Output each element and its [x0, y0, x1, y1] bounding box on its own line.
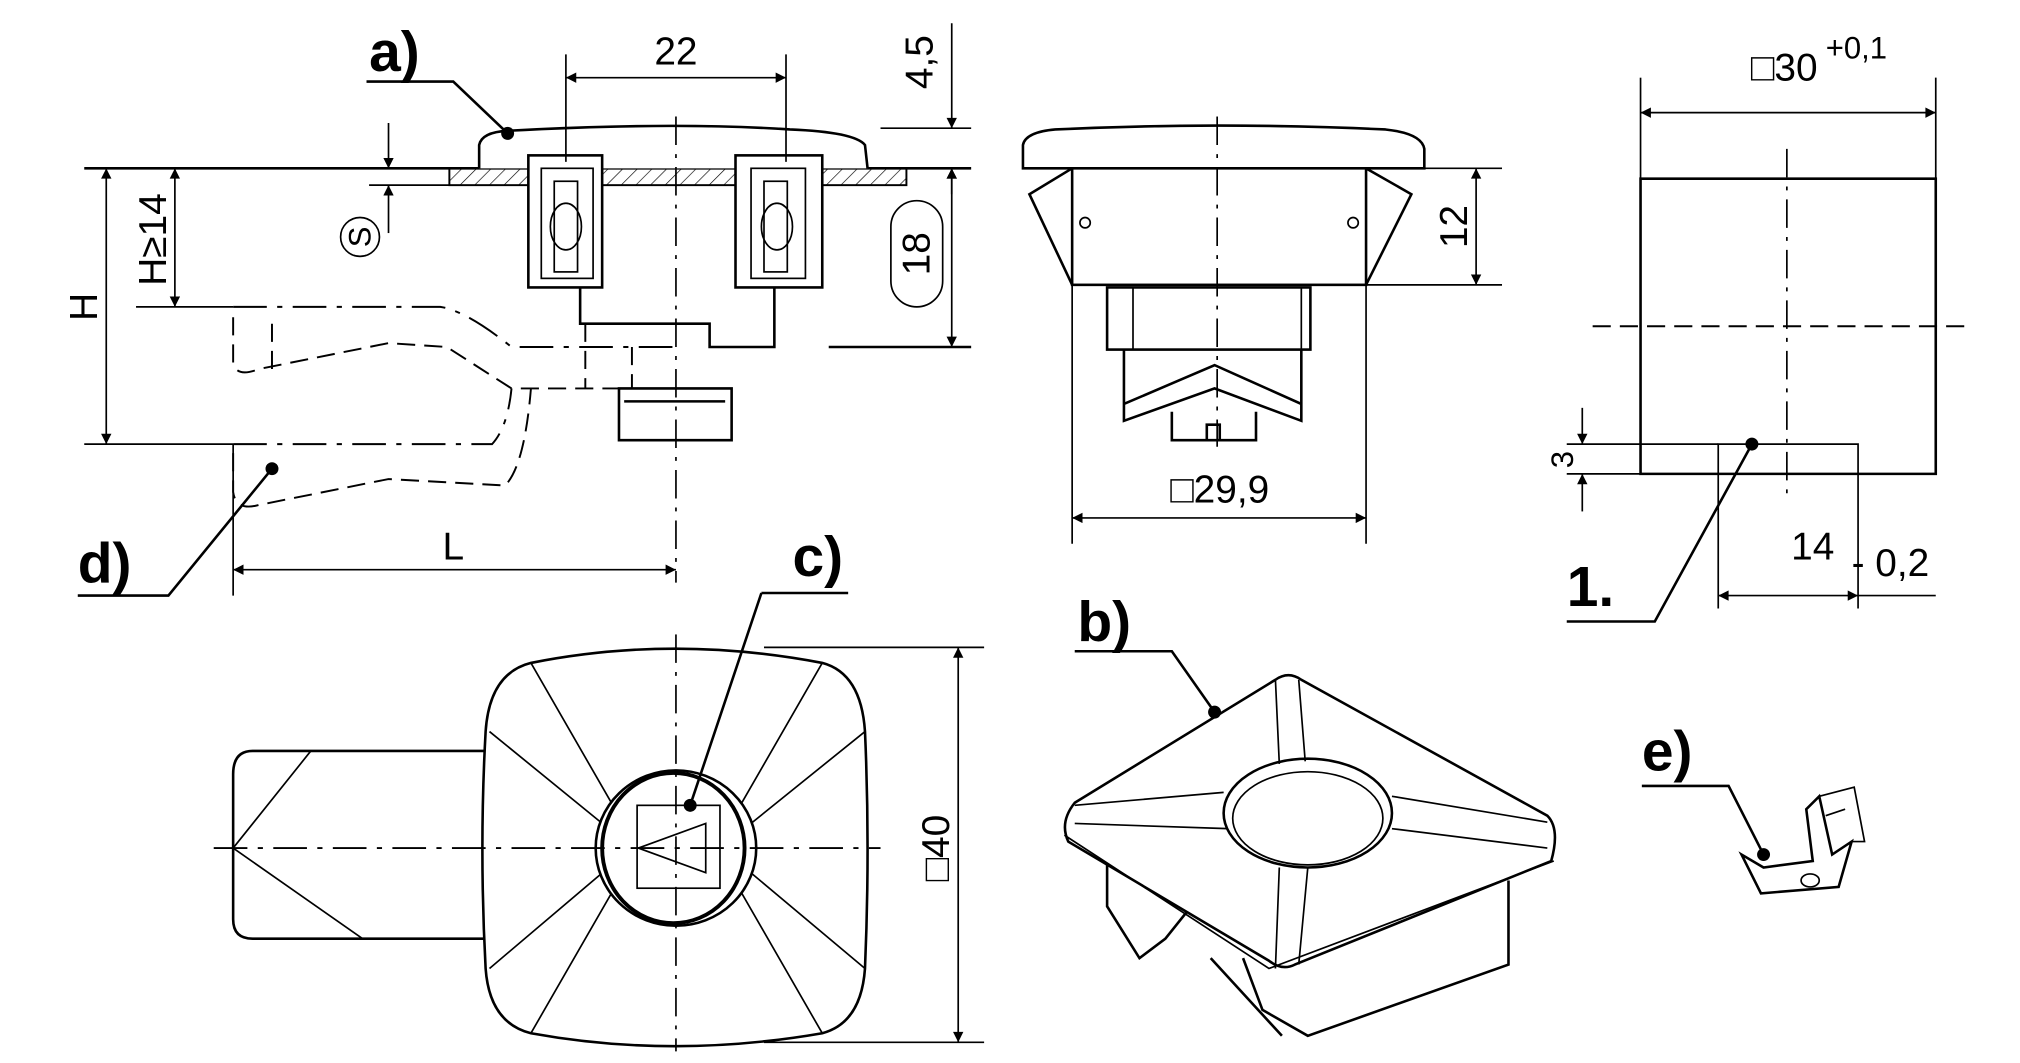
- top-view: □40 c): [213, 525, 985, 1052]
- housing: [578, 287, 776, 349]
- callout-d: d): [78, 532, 132, 596]
- leader-c-dot: [683, 798, 697, 812]
- dim-40: □40: [915, 815, 958, 882]
- callout-a: a): [369, 20, 420, 84]
- dim-h-min: H≥14: [132, 193, 175, 286]
- nut: [617, 387, 733, 442]
- dim-l: L: [442, 525, 464, 568]
- clip-right: [734, 154, 824, 289]
- dim-29-9: □29,9: [1170, 468, 1269, 511]
- dim-30-tolerance: +0,1: [1826, 30, 1887, 65]
- leader-d: [77, 467, 273, 597]
- leader-1-dot: [1745, 437, 1759, 451]
- callout-e: e): [1642, 719, 1693, 783]
- dim-18-frame: [890, 199, 944, 308]
- dim-4-5: 4,5: [898, 35, 941, 89]
- clip-left: [527, 154, 604, 289]
- leader-b-dot: [1208, 705, 1222, 719]
- side-section-view: 22 4,5 18 S H≥14 H L a) d): [63, 20, 972, 597]
- isometric-view: b): [1063, 590, 1557, 1038]
- key-symbol-square: [636, 804, 721, 890]
- leader-1: [1566, 443, 1754, 623]
- leader-e: [1641, 784, 1765, 856]
- leader-a-dot: [501, 126, 515, 140]
- leader-e-dot: [1757, 848, 1771, 862]
- callout-b: b): [1077, 590, 1131, 654]
- handle-d-outline: [232, 305, 676, 508]
- leader-a: [366, 80, 509, 135]
- leader-d-dot: [265, 462, 279, 476]
- dim-h: H: [63, 293, 106, 321]
- dim-30: □30: [1751, 46, 1818, 89]
- dim-12: 12: [1433, 205, 1476, 248]
- panel-section: [448, 167, 908, 187]
- dim-18: 18: [896, 232, 939, 275]
- dim-s: S: [342, 227, 377, 248]
- dim-3: 3: [1545, 451, 1580, 468]
- dim-14-tolerance: - 0,2: [1852, 542, 1930, 585]
- s-symbol-circle: [339, 216, 381, 258]
- dim-14: 14: [1791, 525, 1834, 568]
- callout-1: 1.: [1567, 555, 1615, 619]
- dim-22: 22: [654, 31, 697, 74]
- leader-c: [688, 591, 849, 806]
- leader-b: [1074, 649, 1216, 713]
- callout-c: c): [792, 525, 843, 589]
- clip-e: e): [1641, 719, 1866, 895]
- panel-cutout: □30 +0,1 3 14 - 0,2 1.: [1545, 30, 1969, 623]
- front-view: 12 □29,9: [1021, 116, 1503, 544]
